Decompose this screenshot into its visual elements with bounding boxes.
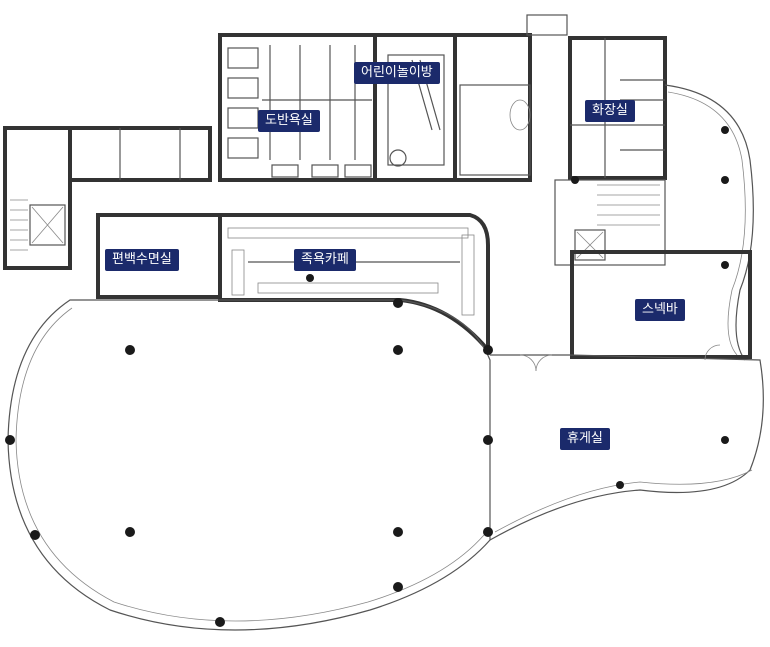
- label-restroom: 화장실: [585, 100, 635, 122]
- label-lounge: 휴게실: [560, 428, 610, 450]
- label-kids-room: 어린이놀이방: [354, 62, 440, 84]
- kids-room-area: [373, 33, 457, 182]
- label-shave-room: 편백수면실: [105, 249, 179, 271]
- structural-columns: [5, 126, 729, 627]
- stairs-left: [10, 199, 28, 251]
- label-foot-cafe: 족욕카페: [294, 249, 356, 271]
- bath-stalls: [227, 45, 372, 178]
- stairs-right: [597, 184, 660, 226]
- stair-room: [3, 126, 72, 270]
- label-snack-bar: 스넥바: [635, 299, 685, 321]
- elevator: [29, 204, 66, 246]
- restroom-area: [568, 36, 667, 180]
- lounge-outline: [7, 299, 491, 631]
- lounge-east-outline: [489, 354, 764, 541]
- foot-cafe-area: [218, 213, 490, 356]
- label-bath-room: 도반욕실: [258, 110, 320, 132]
- east-facade: [664, 84, 754, 361]
- elevator-right: [574, 229, 606, 261]
